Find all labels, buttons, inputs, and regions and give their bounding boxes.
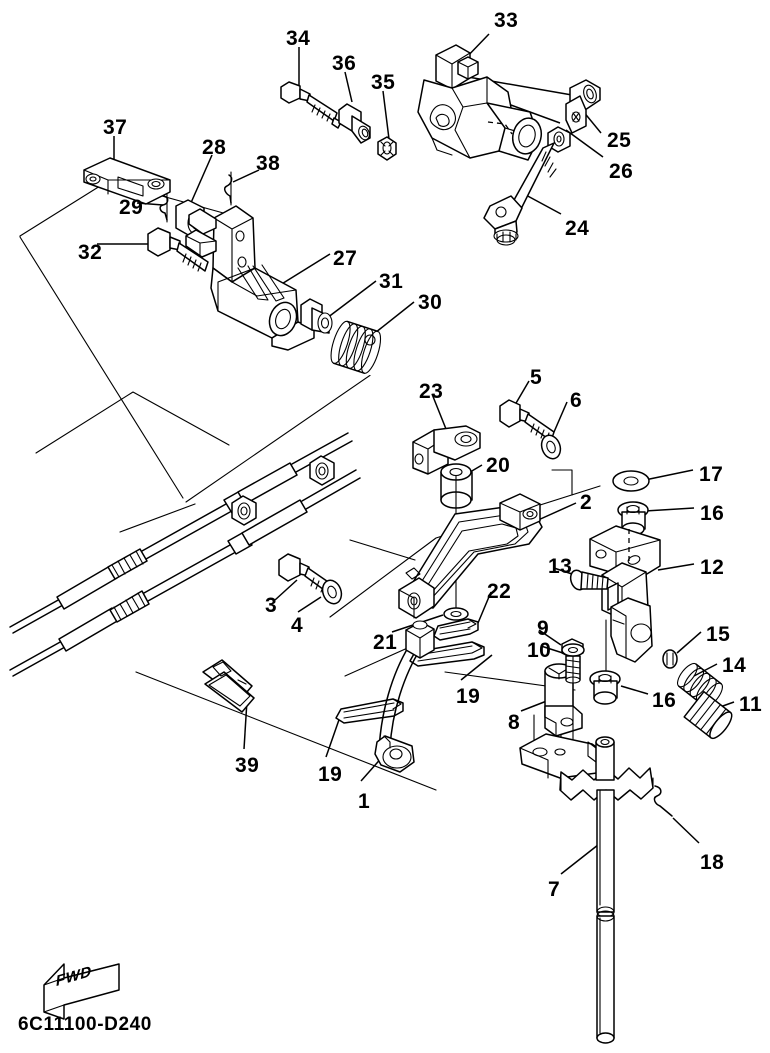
part-2-lever-arm (398, 493, 543, 619)
callout-number-19: 19 (456, 685, 481, 708)
callout-number-4: 4 (291, 614, 304, 637)
assembly-reference-lines (19, 180, 607, 791)
part-22-wire-clip (433, 618, 479, 641)
part-13-screw (569, 569, 609, 591)
callout-number-7: 7 (548, 878, 561, 901)
part-4-washer (321, 579, 343, 605)
callout-number-16: 16 (652, 689, 677, 712)
callout-number-34: 34 (286, 27, 311, 50)
callout-number-35: 35 (371, 71, 396, 94)
callout-number-38: 38 (256, 152, 281, 175)
callout-number-19: 19 (318, 763, 343, 786)
part-21-washer (443, 607, 469, 621)
part-29-clip (159, 193, 169, 223)
callout-number-12: 12 (700, 556, 725, 579)
part-5-bolt (499, 399, 555, 442)
part-24-connecting-rod (483, 142, 557, 246)
part-25-joint-link (565, 79, 601, 134)
part-38-cotter-pin (223, 171, 233, 206)
part-34-bolt (280, 81, 342, 129)
callout-number-36: 36 (332, 52, 357, 75)
callout-number-21: 21 (373, 631, 398, 654)
callout-number-13: 13 (548, 555, 573, 578)
callout-number-10: 10 (527, 639, 552, 662)
part-12-shift-bracket (589, 525, 661, 663)
part-19-wire-clip-upper (409, 641, 485, 667)
part-35-washer (377, 136, 397, 161)
part-7-shift-shaft (596, 789, 615, 1044)
part-37-link (83, 157, 171, 205)
callout-number-2: 2 (580, 491, 593, 514)
callout-number-20: 20 (486, 454, 511, 477)
callout-number-30: 30 (418, 291, 443, 314)
part-33-shift-lever-housing (417, 44, 543, 161)
part-30-spring (329, 319, 387, 376)
callout-number-6: 6 (570, 389, 583, 412)
callout-number-14: 14 (722, 654, 747, 677)
part-36-collar (338, 103, 371, 144)
callout-number-5: 5 (530, 366, 543, 389)
part-17-washer (612, 470, 650, 492)
part-31-collar (300, 298, 333, 334)
callout-number-33: 33 (494, 9, 519, 32)
callout-number-1: 1 (358, 790, 371, 813)
callout-number-18: 18 (700, 851, 725, 874)
callout-number-16: 16 (700, 502, 725, 525)
callout-number-11: 11 (739, 693, 763, 716)
part-1-shift-rod (374, 620, 435, 773)
diagram-part-code: 6C11100-D240 (18, 1014, 152, 1035)
part-6-washer (540, 434, 562, 460)
part-16-bushing-lower (589, 670, 621, 705)
callout-number-31: 31 (379, 270, 404, 293)
part-18-detent-plate (519, 733, 673, 817)
callout-number-23: 23 (419, 380, 444, 403)
callout-number-39: 39 (235, 754, 260, 777)
callout-number-29: 29 (119, 196, 144, 219)
part-39-cable-clamp (202, 659, 255, 713)
callout-number-15: 15 (706, 623, 731, 646)
part-11-grip (683, 690, 733, 740)
part-10-washer (561, 643, 585, 743)
part-23-link (412, 425, 481, 475)
callout-number-32: 32 (78, 241, 103, 264)
callout-number-22: 22 (487, 580, 512, 603)
callout-number-17: 17 (699, 463, 724, 486)
fwd-arrow-marker (43, 963, 120, 1020)
callout-number-28: 28 (202, 136, 227, 159)
part-27-bracket (185, 205, 315, 351)
callout-number-37: 37 (103, 116, 128, 139)
callout-number-25: 25 (607, 129, 632, 152)
callout-number-8: 8 (508, 711, 521, 734)
callout-number-3: 3 (265, 594, 278, 617)
part-15-ball (662, 649, 678, 669)
callout-number-9: 9 (537, 617, 550, 640)
part-32-bolt (147, 227, 209, 272)
throttle-shift-cables (9, 432, 361, 677)
callout-number-26: 26 (609, 160, 634, 183)
callout-number-24: 24 (565, 217, 590, 240)
callout-number-27: 27 (333, 247, 358, 270)
